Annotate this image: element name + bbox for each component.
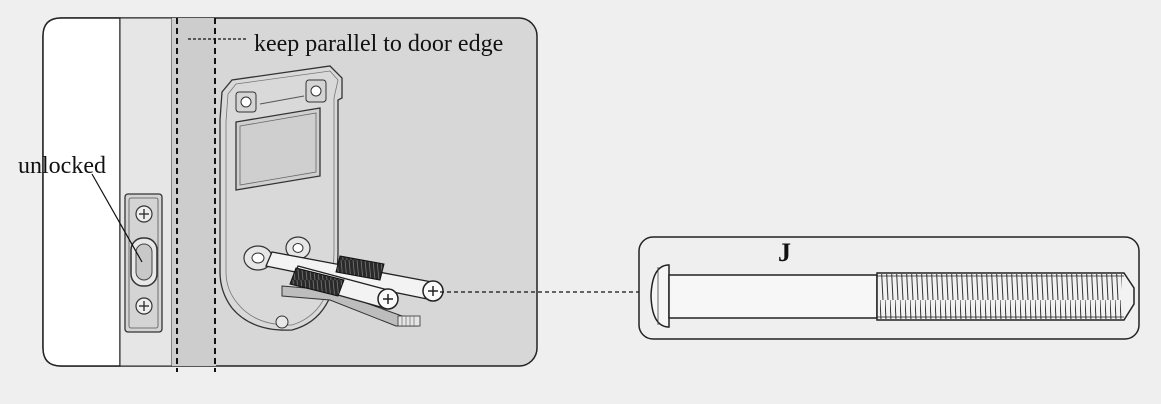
faceplate-screw-bottom-icon <box>135 297 153 315</box>
faceplate-screw-top-icon <box>135 205 153 223</box>
machine-screw-icon <box>650 264 1135 328</box>
long-screw-upper <box>265 251 444 302</box>
phillips-head-icon <box>377 288 399 310</box>
bolt-opening-icon <box>130 237 158 287</box>
phillips-head-icon <box>422 280 444 302</box>
door-edge-guide-lines <box>176 18 216 372</box>
part-letter-label: J <box>778 238 791 267</box>
unlocked-leader-line <box>91 173 143 263</box>
long-screw-lower <box>289 265 399 310</box>
parallel-note-label: keep parallel to door edge <box>254 31 504 57</box>
unlocked-label: unlocked <box>18 153 106 179</box>
screw-closeup-panel <box>638 236 1140 340</box>
deadbolt-faceplate <box>124 193 163 333</box>
